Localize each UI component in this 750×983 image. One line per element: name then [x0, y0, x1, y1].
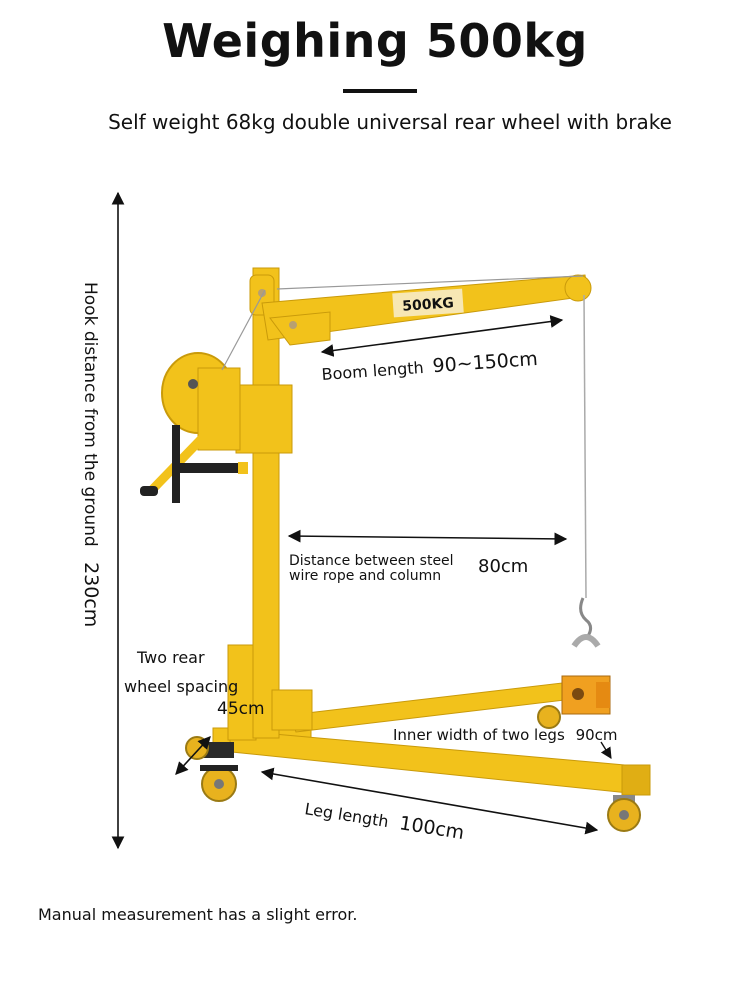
title-divider: [343, 89, 417, 93]
rear-wheels: [185, 736, 238, 802]
rear-wheel-value: 45cm: [217, 699, 265, 719]
rear-wheel-label-line1: Two rear: [136, 648, 205, 667]
boom-length-arrow: [320, 315, 564, 357]
rope-column-value: 80cm: [478, 556, 528, 577]
rope-column-arrow: [287, 529, 568, 546]
rear-wheel-label-line2: wheel spacing: [124, 677, 238, 696]
crane-illustration: 500KG: [140, 267, 651, 832]
boom-length-label: Boom length 90~150cm: [321, 348, 539, 385]
measurement-note: Manual measurement has a slight error.: [38, 905, 358, 924]
rope-column-label-line1: Distance between steel: [289, 553, 454, 569]
inner-width-label: Inner width of two legs 90cm: [393, 726, 618, 744]
inner-width-arrow: [600, 741, 612, 759]
hand-winch: [140, 352, 248, 503]
rear-wheel-arrow: [175, 736, 211, 775]
front-leg-wheel: [607, 795, 641, 832]
lifting-hook-magnet: [561, 597, 611, 715]
leg-length-arrow: [260, 767, 599, 835]
rope-column-label-line2: wire rope and column: [289, 568, 441, 584]
back-leg-wheel: [537, 705, 561, 729]
boom-capacity-plate: 500KG: [402, 295, 455, 315]
hook-height-label: Hook distance from the ground 230cm: [80, 282, 102, 627]
page-subtitle: Self weight 68kg double universal rear w…: [108, 110, 672, 134]
page-title: Weighing 500kg: [162, 14, 588, 68]
leg-length-label: Leg length 100cm: [303, 797, 466, 844]
